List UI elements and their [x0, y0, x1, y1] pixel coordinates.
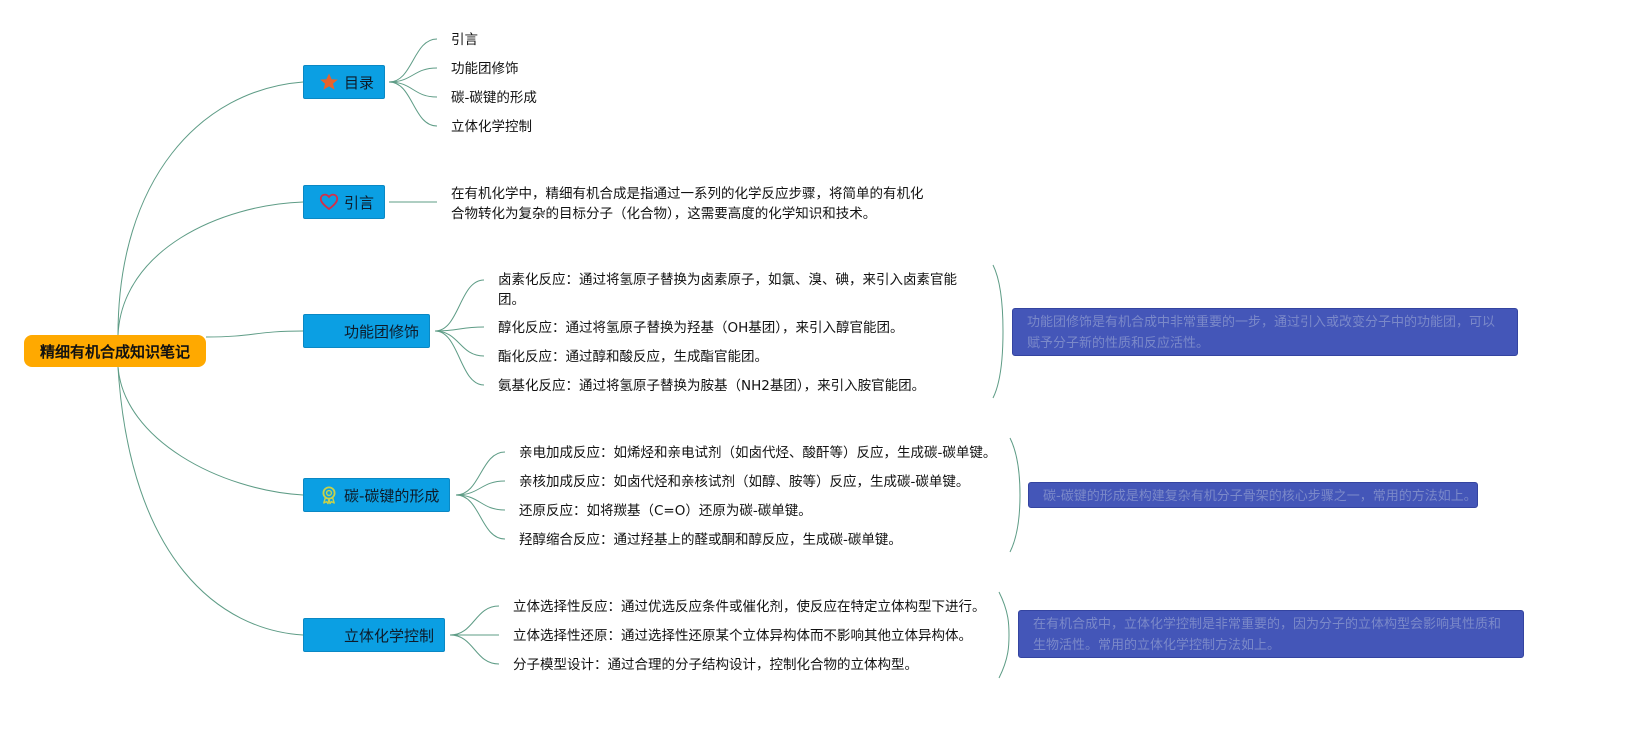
functional-group-item[interactable]: 酯化反应：通过醇和酸反应，生成酯官能团。: [498, 349, 768, 365]
carbon-bond-item[interactable]: 还原反应：如将羰基（C=O）还原为碳-碳单键。: [519, 503, 812, 519]
branch-contents-label: 目录: [344, 73, 375, 92]
star-icon: [318, 71, 340, 93]
stereochemistry-item[interactable]: 立体选择性反应：通过优选反应条件或催化剂，使反应在特定立体构型下进行。: [513, 599, 986, 615]
branch-carbon-bond[interactable]: 碳-碳键的形成: [303, 478, 451, 512]
branch-link: [455, 494, 506, 540]
summary-bracket: [1009, 437, 1021, 553]
root-link: [205, 330, 304, 338]
contents-item[interactable]: 引言: [451, 32, 478, 48]
branch-contents[interactable]: 目录: [303, 65, 386, 99]
branch-carbon-bond-label: 碳-碳键的形成: [344, 486, 440, 505]
branch-link: [449, 605, 500, 636]
branch-link: [434, 326, 485, 332]
branch-link: [388, 81, 438, 98]
branch-link: [455, 451, 506, 496]
branch-link: [388, 67, 438, 83]
branch-link: [455, 480, 506, 496]
summary-bracket: [998, 591, 1010, 679]
branch-link: [388, 81, 438, 127]
root-topic[interactable]: 精细有机合成知识笔记: [24, 335, 206, 367]
root-topic-label: 精细有机合成知识笔记: [39, 342, 190, 361]
blank-icon: [318, 320, 340, 342]
branch-link: [434, 279, 485, 332]
summary-bracket: [992, 264, 1004, 399]
heart-icon: [318, 191, 340, 213]
carbon-bond-summary-note[interactable]: 碳-碳键的形成是构建复杂有机分子骨架的核心步骤之一，常用的方法如上。: [1028, 482, 1478, 508]
contents-item[interactable]: 立体化学控制: [451, 119, 532, 135]
root-link: [117, 81, 304, 336]
branch-introduction-label: 引言: [344, 193, 375, 212]
stereochemistry-item[interactable]: 分子模型设计：通过合理的分子结构设计，控制化合物的立体构型。: [513, 657, 918, 673]
root-link: [117, 366, 304, 496]
carbon-bond-item[interactable]: 亲核加成反应：如卤代烃和亲核试剂（如醇、胺等）反应，生成碳-碳单键。: [519, 474, 970, 490]
branch-introduction[interactable]: 引言: [303, 185, 386, 219]
stereochemistry-item[interactable]: 立体选择性还原：通过选择性还原某个立体异构体而不影响其他立体异构体。: [513, 628, 972, 644]
branch-link: [388, 38, 438, 83]
stereochemistry-summary-note[interactable]: 在有机合成中，立体化学控制是非常重要的，因为分子的立体构型会影响其性质和生物活性…: [1018, 610, 1524, 658]
branch-functional-group[interactable]: 功能团修饰: [303, 314, 431, 348]
branch-link: [455, 494, 506, 511]
branch-stereochemistry[interactable]: 立体化学控制: [303, 618, 446, 652]
functional-group-summary-note[interactable]: 功能团修饰是有机合成中非常重要的一步，通过引入或改变分子中的功能团，可以赋予分子…: [1012, 308, 1518, 356]
branch-stereochemistry-label: 立体化学控制: [344, 626, 435, 645]
branch-functional-group-label: 功能团修饰: [344, 322, 420, 341]
functional-group-item[interactable]: 氨基化反应：通过将氢原子替换为胺基（NH2基团），来引入胺官能团。: [498, 378, 926, 394]
award-icon: [318, 484, 340, 506]
branch-link: [434, 330, 485, 386]
branch-link: [434, 330, 485, 357]
branch-link: [449, 634, 500, 665]
blank-icon: [318, 624, 340, 646]
root-link: [117, 201, 304, 336]
introduction-text[interactable]: 在有机化学中，精细有机合成是指通过一系列的化学反应步骤，将简单的有机化合物转化为…: [451, 186, 924, 222]
functional-group-item[interactable]: 醇化反应：通过将氢原子替换为羟基（OH基团），来引入醇官能团。: [498, 320, 904, 336]
functional-group-item[interactable]: 卤素化反应：通过将氢原子替换为卤素原子，如氯、溴、碘，来引入卤素官能团。: [498, 272, 957, 308]
root-link: [117, 366, 304, 636]
contents-item[interactable]: 碳-碳键的形成: [451, 90, 537, 106]
contents-item[interactable]: 功能团修饰: [451, 61, 519, 77]
carbon-bond-item[interactable]: 羟醇缩合反应：通过羟基上的醛或酮和醇反应，生成碳-碳单键。: [519, 532, 902, 548]
carbon-bond-item[interactable]: 亲电加成反应：如烯烃和亲电试剂（如卤代烃、酸酐等）反应，生成碳-碳单键。: [519, 445, 997, 461]
